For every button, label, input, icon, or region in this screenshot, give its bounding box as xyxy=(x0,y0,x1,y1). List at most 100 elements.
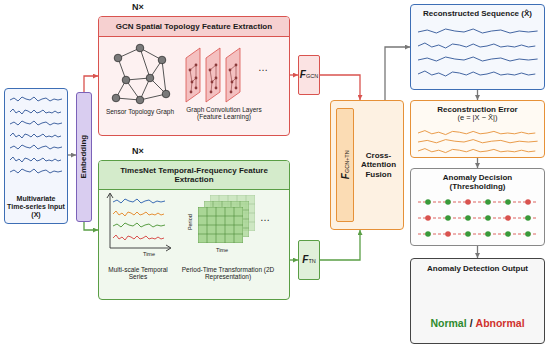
text-row: Reconstructed Sequence (X̂) xyxy=(415,9,540,18)
node-text: Cross-Attention Fusion xyxy=(356,151,401,179)
decision-box: Anomaly Decision (Thresholding) xyxy=(410,168,545,246)
threshold-line xyxy=(418,202,537,203)
figure-caption: Sensor Topology Graph xyxy=(106,108,174,115)
threshold-line xyxy=(418,234,537,235)
error-wave xyxy=(418,149,535,153)
grid-block xyxy=(204,201,249,237)
feature-box: FTN xyxy=(298,240,320,280)
node-text: FTN xyxy=(302,254,315,266)
fused-feature-box: FGCN+TN xyxy=(336,108,354,222)
text-row: Multivariate Time-series Input (X) xyxy=(7,195,65,219)
connector-arrow xyxy=(84,76,98,92)
label-holder: Sensor Topology Graph xyxy=(100,108,180,115)
normal-dot xyxy=(485,215,491,221)
normal-dot xyxy=(485,199,491,205)
label-holder: Time xyxy=(136,251,162,257)
connector-arrow xyxy=(84,222,98,230)
text-row: Normal/Abnormal xyxy=(415,317,540,329)
input-wave xyxy=(10,145,62,149)
normal-dot xyxy=(525,231,531,237)
connector-arrow xyxy=(290,74,298,75)
chart-axes xyxy=(110,194,170,248)
input-wave xyxy=(10,169,62,173)
node-text: Embedding xyxy=(79,135,88,179)
threshold-line xyxy=(418,218,537,219)
abnormal-dot xyxy=(525,199,531,205)
text-row: TimesNet Temporal-Frequency Feature Extr… xyxy=(99,161,289,190)
series-line xyxy=(113,199,165,203)
connector-arrow xyxy=(68,154,76,155)
axis-label: Time xyxy=(216,247,228,253)
text-row: FGCN xyxy=(299,69,319,81)
text-row: Embedding xyxy=(77,152,91,161)
abnormal-dot xyxy=(425,215,431,221)
normal-dot xyxy=(425,231,431,237)
label-holder: N× xyxy=(126,2,150,12)
input-wave xyxy=(10,97,62,101)
graph-vertex xyxy=(122,76,130,84)
grid-block xyxy=(210,195,255,231)
graph-vertex xyxy=(146,74,154,82)
abnormal-dot xyxy=(445,231,451,237)
node-text: Reconstruction Error xyxy=(437,105,517,114)
node-text: Normal xyxy=(430,317,466,329)
axis-arrows xyxy=(107,193,171,251)
reconstructed-wave xyxy=(418,71,535,76)
reconstructed-wave xyxy=(418,43,535,48)
node-text: (e = |X − X̂|) xyxy=(457,114,497,123)
input-wave xyxy=(10,121,62,125)
text-row: GCN Spatial Topology Feature Extraction xyxy=(99,17,289,37)
text-row: Anomaly Detection Output xyxy=(415,264,540,273)
conv-layer xyxy=(186,48,200,102)
label-holder: Multi-scale Temporal Series xyxy=(100,266,176,281)
normal-dot xyxy=(425,199,431,205)
graph-edges xyxy=(116,48,166,100)
label-holder: Period-Time Transformation (2D Represent… xyxy=(178,266,278,281)
text-row: FTN xyxy=(299,254,319,266)
normal-dot xyxy=(485,231,491,237)
error-box: Reconstruction Error(e = |X − X̂|) xyxy=(410,100,545,158)
grid-block xyxy=(198,207,243,243)
grid-layer xyxy=(210,195,255,231)
normal-dot xyxy=(445,215,451,221)
reconstructed-wave xyxy=(418,57,538,61)
graph-vertex xyxy=(162,90,170,98)
output-box: Anomaly Detection OutputNormal/Abnormal xyxy=(410,258,545,344)
label-holder: N× xyxy=(126,146,150,156)
node-text: Multivariate Time-series Input (X) xyxy=(7,195,65,219)
ellipsis: … xyxy=(258,62,268,74)
node-text: / xyxy=(470,317,473,329)
node-text: Anomaly Decision (Thresholding) xyxy=(430,173,526,191)
node-text: FGCN+TN xyxy=(339,151,351,180)
connector-arrow xyxy=(320,230,360,260)
series-line xyxy=(113,211,164,216)
normal-dot xyxy=(505,231,511,237)
text-row: Reconstruction Error xyxy=(415,105,540,114)
input-wave xyxy=(10,133,61,138)
connector-arrow xyxy=(290,259,298,260)
connector-arrow xyxy=(477,158,478,168)
grid-layer xyxy=(204,201,249,237)
series-line xyxy=(113,223,165,227)
graph-vertex xyxy=(114,54,122,62)
normal-dot xyxy=(525,215,531,221)
axis-label: Time xyxy=(143,251,155,257)
label-holder: Period xyxy=(176,219,204,225)
input-box: Multivariate Time-series Input (X) xyxy=(4,88,68,224)
label-holder: … xyxy=(256,212,274,224)
input-wave xyxy=(10,109,61,114)
reconstructed-wave xyxy=(418,29,538,33)
normal-dot xyxy=(465,215,471,221)
figure-caption: Graph Convolution Layers (Feature Learni… xyxy=(176,106,272,121)
connector-arrow xyxy=(320,75,360,100)
axis-label: Period xyxy=(187,214,193,230)
figure-caption: Period-Time Transformation (2D Represent… xyxy=(178,266,278,281)
repeat-count: N× xyxy=(132,2,144,12)
repeat-count: N× xyxy=(132,146,144,156)
panel-heading: TimesNet Temporal-Frequency Feature Extr… xyxy=(99,161,289,190)
error-wave xyxy=(418,131,535,135)
reconstruction-box: Reconstructed Sequence (X̂) xyxy=(410,4,545,90)
graph-vertex xyxy=(158,56,166,64)
